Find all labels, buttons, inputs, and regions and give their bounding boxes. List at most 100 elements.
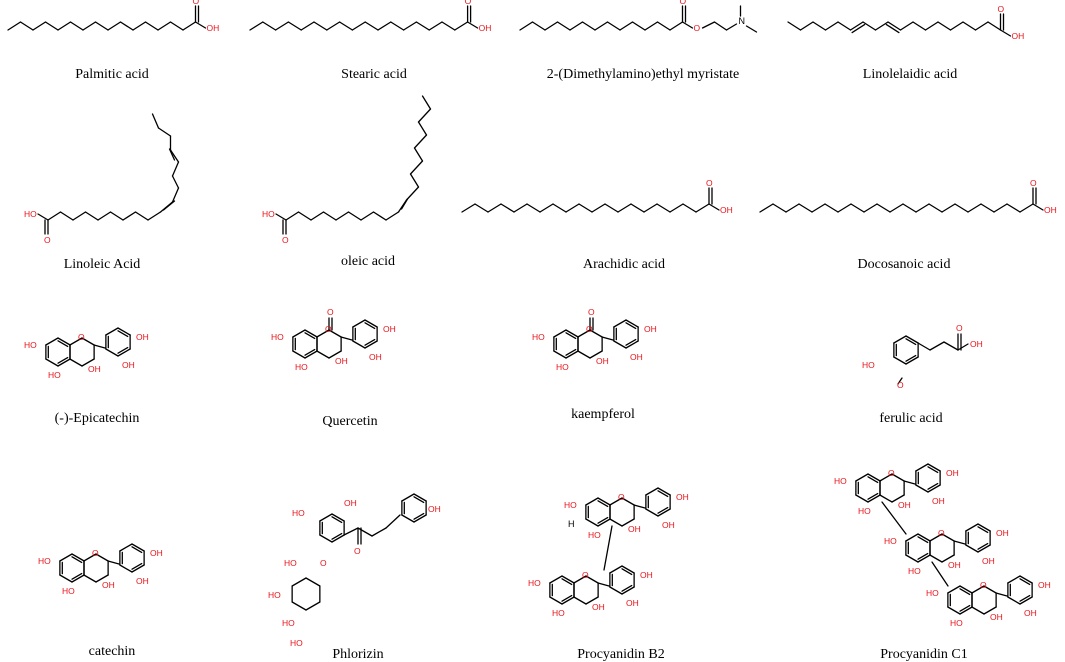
catechin-ring-c (95, 553, 109, 562)
phlorizin-ring-b-double (413, 496, 425, 504)
structure-bonds (7, 5, 1044, 615)
linolelaidic-oh-label: OH (1012, 31, 1025, 41)
quercetin-ring-b (352, 340, 366, 349)
catechin-oh2: OH (136, 576, 149, 586)
linoleic-chain-a (59, 211, 74, 221)
stearic-chain (351, 21, 366, 31)
phlorizin-sugar (291, 601, 307, 611)
phlorizin-chain (357, 527, 373, 537)
myristate-chain (519, 21, 534, 31)
quercetin-ring-c (328, 329, 342, 338)
catechin-link (107, 560, 120, 565)
pcb2-upper-ring-b-double (657, 506, 669, 514)
pcc1-top-ring-b (915, 463, 929, 472)
pcb2-h: H (568, 519, 575, 529)
kaempferol-ho2: HO (556, 362, 569, 372)
name-oleic-acid: oleic acid (341, 254, 395, 269)
phlorizin-oh-b: OH (428, 504, 441, 514)
arachidic-chain (630, 203, 645, 213)
pcc1-mid-ring-b (965, 523, 979, 532)
docosanoic-chain (863, 203, 878, 213)
pcc1-bot-link (995, 592, 1008, 597)
epicatechin-ring-c (81, 337, 95, 346)
docosanoic-chain (980, 203, 995, 213)
kaempferol-ring-a (553, 329, 567, 338)
pcb2-upper-oh2: OH (662, 520, 675, 530)
epicatechin-ring-c (69, 358, 83, 367)
catechin-ring-a (71, 553, 85, 562)
cis-db (168, 148, 176, 161)
oleic-chain-b (417, 108, 432, 123)
pcc1-bot-oh: OH (1038, 580, 1051, 590)
pcc1-mid-ring-b-double (977, 542, 989, 550)
oleic-chain-a (372, 211, 387, 221)
linolelaidic-chain (824, 21, 839, 31)
pcb2-lower-ring-b (609, 565, 623, 574)
ethyl (701, 21, 716, 29)
ferulic-side (929, 341, 945, 351)
docosanoic-chain (824, 203, 839, 213)
catechin-ring-b (119, 543, 133, 552)
pcc1-top-ring-c (879, 494, 893, 503)
kaempferol-ring-b-double (625, 322, 637, 330)
catechin-ring-a (59, 574, 73, 583)
docosanoic-chain (915, 203, 930, 213)
pcc1-mid-ring-b (977, 523, 991, 532)
epicatechin-oh: OH (136, 332, 149, 342)
epicatechin-ring-b (117, 327, 131, 336)
pcb2-lower-ring-a (549, 575, 563, 584)
pcb2-lower-oh: OH (640, 570, 653, 580)
pcc1-top-oh2: OH (932, 496, 945, 506)
pcb2-lower-ring-o: O (582, 570, 589, 580)
epicatechin-ring-a (45, 337, 59, 346)
pcc1-bot-ring-o: O (980, 580, 987, 590)
docosanoic-chain (798, 203, 813, 213)
epicatechin-ring-b (105, 327, 119, 336)
pcc1-top-link (903, 480, 916, 485)
arachidic-chain (539, 203, 554, 213)
linoleic-c-oh (37, 213, 49, 221)
pcc1-mid-link (953, 540, 966, 545)
pcc1-top-ho: HO (834, 476, 847, 486)
pcc1-bot-ring-a (959, 585, 973, 594)
epicatechin-ho: HO (24, 340, 37, 350)
pcc1-mid-ring-c (929, 533, 943, 542)
pcb2-lower-ring-a (549, 596, 563, 605)
catechin-ring-a (59, 553, 73, 562)
trans-db (885, 23, 900, 34)
pcb2-upper-ring-a-double (597, 516, 609, 524)
kaempferol-ho: HO (532, 332, 545, 342)
pcc1-top-ring-a-double (867, 476, 879, 484)
ferulic-ring (905, 335, 919, 344)
name-stearic-acid: Stearic acid (341, 67, 407, 82)
oleic-chain-a (285, 211, 300, 221)
arachidic-chain (500, 203, 515, 213)
pcb2-upper-ring-b (645, 508, 659, 517)
quercetin-oh2: OH (369, 352, 382, 362)
pcc1-top-ring-c (879, 473, 893, 482)
pcc1-bot-oh3: OH (990, 612, 1003, 622)
stearic-chain (313, 21, 328, 31)
pcc1-top-ring-b (927, 484, 941, 493)
arachidic-chain (643, 203, 658, 213)
catechin-ring-a-double (71, 556, 83, 564)
oleic-ho-label: HO (262, 209, 275, 219)
myristate-chain (644, 21, 659, 31)
docosanoic-chain (954, 203, 969, 213)
pcb2-lower-ring-c (585, 596, 599, 605)
arachidic-c-oh (708, 203, 720, 211)
compound-names: Palmitic acid Stearic acid 2-(Dimethylam… (55, 67, 968, 662)
arachidic-chain (578, 203, 593, 213)
phlorizin-ring-b (401, 493, 415, 502)
linolelaidic-chain (912, 21, 927, 31)
catechin-oh: OH (150, 548, 163, 558)
name-kaempferol: kaempferol (571, 407, 635, 422)
quercetin-ring-o: O (325, 324, 332, 334)
pcc1-bot-oh2: OH (1024, 608, 1037, 618)
stearic-chain (287, 21, 302, 31)
arachidic-chain (695, 203, 710, 213)
kaempferol-ring-b (625, 340, 639, 349)
linolelaidic-chain (899, 21, 914, 31)
name-procyanidin-c1: Procyanidin C1 (880, 647, 968, 662)
